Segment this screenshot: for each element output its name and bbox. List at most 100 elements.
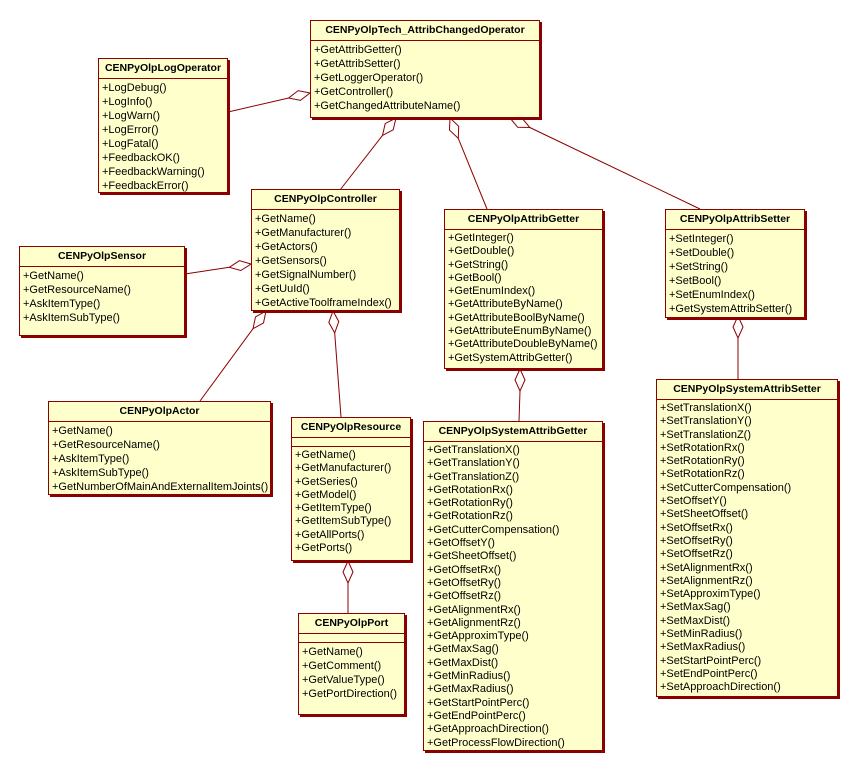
relation-attrib-getter-aggregates-system-attrib-getter xyxy=(514,367,526,422)
method-item: +GetChangedAttributeName() xyxy=(314,100,461,112)
method-item: +GetManufacturer() xyxy=(255,227,352,239)
class-cenpyolp-resource[interactable]: CENPyOlpResource +GetName()+GetManufactu… xyxy=(291,417,411,561)
method-item: +GetValueType() xyxy=(302,674,385,686)
method-item: +SetOffsetRx() xyxy=(660,521,733,534)
relation-tech-aggregates-log-operator xyxy=(227,90,312,113)
class-cenpyolp-system-attrib-getter[interactable]: CENPyOlpSystemAttribGetter +GetTranslati… xyxy=(423,421,603,751)
method-item: +AskItemSubType() xyxy=(52,467,149,479)
method-item: +SetTranslationY() xyxy=(660,415,752,428)
class-title: CENPyOlpTech_AttribChangedOperator xyxy=(311,21,539,41)
method-item: +LogError() xyxy=(102,124,159,136)
class-cenpyolp-system-attrib-setter[interactable]: CENPyOlpSystemAttribSetter +SetTranslati… xyxy=(656,379,838,697)
class-title: CENPyOlpLogOperator xyxy=(99,59,227,79)
aggregation-diamond-icon xyxy=(228,260,253,272)
aggregation-line xyxy=(339,135,383,191)
class-cenpyolp-port[interactable]: CENPyOlpPort +GetName() +GetComment() +Get… xyxy=(298,613,405,715)
method-item: +SetMaxSag() xyxy=(660,601,731,614)
method-item: +GetSystemAttribGetter() xyxy=(448,351,573,364)
class-cenpyolp-actor[interactable]: CENPyOlpActor +GetName()+GetResourceName… xyxy=(48,401,271,495)
aggregation-diamond-icon xyxy=(342,559,354,585)
method-item: +GetModel() xyxy=(295,488,357,501)
class-cenpyolp-attrib-setter[interactable]: CENPyOlpAttribSetter +SetInteger() +SetDo… xyxy=(665,209,805,318)
aggregation-line xyxy=(529,127,701,210)
method-item: +GetResourceName() xyxy=(23,284,131,296)
method-item: +SetRotationRx() xyxy=(660,441,745,454)
method-item: +SetString() xyxy=(669,261,728,273)
aggregation-line xyxy=(199,328,254,402)
class-cenpyolp-attrib-getter[interactable]: CENPyOlpAttribGetter +GetInteger()+GetDo… xyxy=(444,209,603,369)
method-item: +SetAlignmentRz() xyxy=(660,574,753,587)
relation-tech-aggregates-attrib-getter xyxy=(448,116,488,210)
method-item: +SetOffsetRy() xyxy=(660,534,733,547)
method-item: +GetManufacturer() xyxy=(295,462,392,475)
method-item: +GetString() xyxy=(448,258,509,271)
relation-tech-aggregates-attrib-setter xyxy=(508,117,701,210)
aggregation-line xyxy=(184,266,230,275)
method-item: +GetName() xyxy=(52,425,113,437)
method-item: +GetName() xyxy=(302,646,363,658)
method-item: +SetBool() xyxy=(669,275,722,287)
method-item: +GetCutterCompensation() xyxy=(427,523,560,536)
method-item: +GetRotationRz() xyxy=(427,510,513,523)
relation-controller-aggregates-actor xyxy=(199,310,267,402)
class-title: CENPyOlpAttribSetter xyxy=(666,210,804,230)
aggregation-diamond-icon xyxy=(448,116,460,140)
method-item: +SetApproximType() xyxy=(660,588,761,601)
method-item: +GetBool() xyxy=(448,271,502,284)
method-item: +GetRotationRy() xyxy=(427,497,513,510)
aggregation-diamond-icon xyxy=(381,117,397,137)
method-item: +GetResourceName() xyxy=(52,439,160,451)
method-item: +GetOffsetY() xyxy=(427,537,495,550)
method-item: +GetAttribSetter() xyxy=(314,58,401,70)
method-item: +GetPortDirection() xyxy=(302,688,398,700)
method-item: +GetAttributeByName() xyxy=(448,298,563,311)
aggregation-line xyxy=(227,97,289,113)
method-item: +GetSignalNumber() xyxy=(255,269,357,281)
aggregation-diamond-icon xyxy=(252,310,267,330)
class-title: CENPyOlpPort xyxy=(299,614,404,634)
aggregation-line xyxy=(518,390,521,422)
class-cenpyolp-controller[interactable]: CENPyOlpController +GetName()+GetManufac… xyxy=(251,189,400,311)
method-item: +SetAlignmentRx() xyxy=(660,561,753,574)
method-item: +AskItemSubType() xyxy=(23,312,120,324)
class-cenpyolp-log-operator[interactable]: CENPyOlpLogOperator +LogDebug()+LogInfo(… xyxy=(98,58,228,193)
class-cenpyolp-sensor[interactable]: CENPyOlpSensor +GetName()+GetResourceNam… xyxy=(19,246,185,336)
aggregation-diamond-icon xyxy=(287,90,312,101)
method-item: +FeedbackOK() xyxy=(102,152,180,164)
method-item: +GetTranslationY() xyxy=(427,457,520,470)
method-item: +GetTranslationZ() xyxy=(427,470,520,483)
class-title: CENPyOlpSystemAttribGetter xyxy=(424,422,602,442)
method-item: +GetItemSubType() xyxy=(295,515,392,528)
class-title: CENPyOlpSystemAttribSetter xyxy=(657,380,837,400)
method-item: +GetComment() xyxy=(302,660,382,672)
class-methods: +GetName()+GetManufacturer()+GetActors()… xyxy=(252,210,399,310)
method-item: +GetDouble() xyxy=(448,245,515,258)
class-cenpyolp-tech-attrib-changed-operator[interactable]: CENPyOlpTech_AttribChangedOperator +GetA… xyxy=(310,20,540,118)
method-item: +GetActiveToolframeIndex() xyxy=(255,297,392,309)
method-item: +GetSystemAttribSetter() xyxy=(669,303,793,315)
aggregation-line xyxy=(457,138,488,210)
method-item: +GetRotationRx() xyxy=(427,483,513,496)
method-item: +SetRotationRy() xyxy=(660,455,745,468)
class-methods: +GetInteger()+GetDouble()+GetString()+Ge… xyxy=(445,230,602,367)
method-item: +SetInteger() xyxy=(669,233,734,245)
method-item: +GetEnumIndex() xyxy=(448,285,536,298)
class-title: CENPyOlpController xyxy=(252,190,399,210)
class-title: CENPyOlpResource xyxy=(292,418,410,438)
aggregation-line xyxy=(334,332,342,418)
method-item: +SetRotationRz() xyxy=(660,468,745,481)
method-item: +FeedbackWarning() xyxy=(102,166,205,178)
method-item: +SetCutterCompensation() xyxy=(660,481,792,494)
method-item: +AskItemType() xyxy=(23,298,101,310)
method-item: +SetMinRadius() xyxy=(660,628,743,641)
method-item: +GetLoggerOperator() xyxy=(314,72,424,84)
method-item: +GetName() xyxy=(295,449,356,461)
class-title: CENPyOlpSensor xyxy=(20,247,184,267)
relation-attrib-setter-aggregates-system-attrib-setter xyxy=(732,314,744,379)
method-item: +SetMaxRadius() xyxy=(660,641,746,654)
aggregation-diamond-icon xyxy=(508,117,531,129)
method-item: +GetUuId() xyxy=(255,283,310,295)
method-item: +SetDouble() xyxy=(669,247,735,259)
